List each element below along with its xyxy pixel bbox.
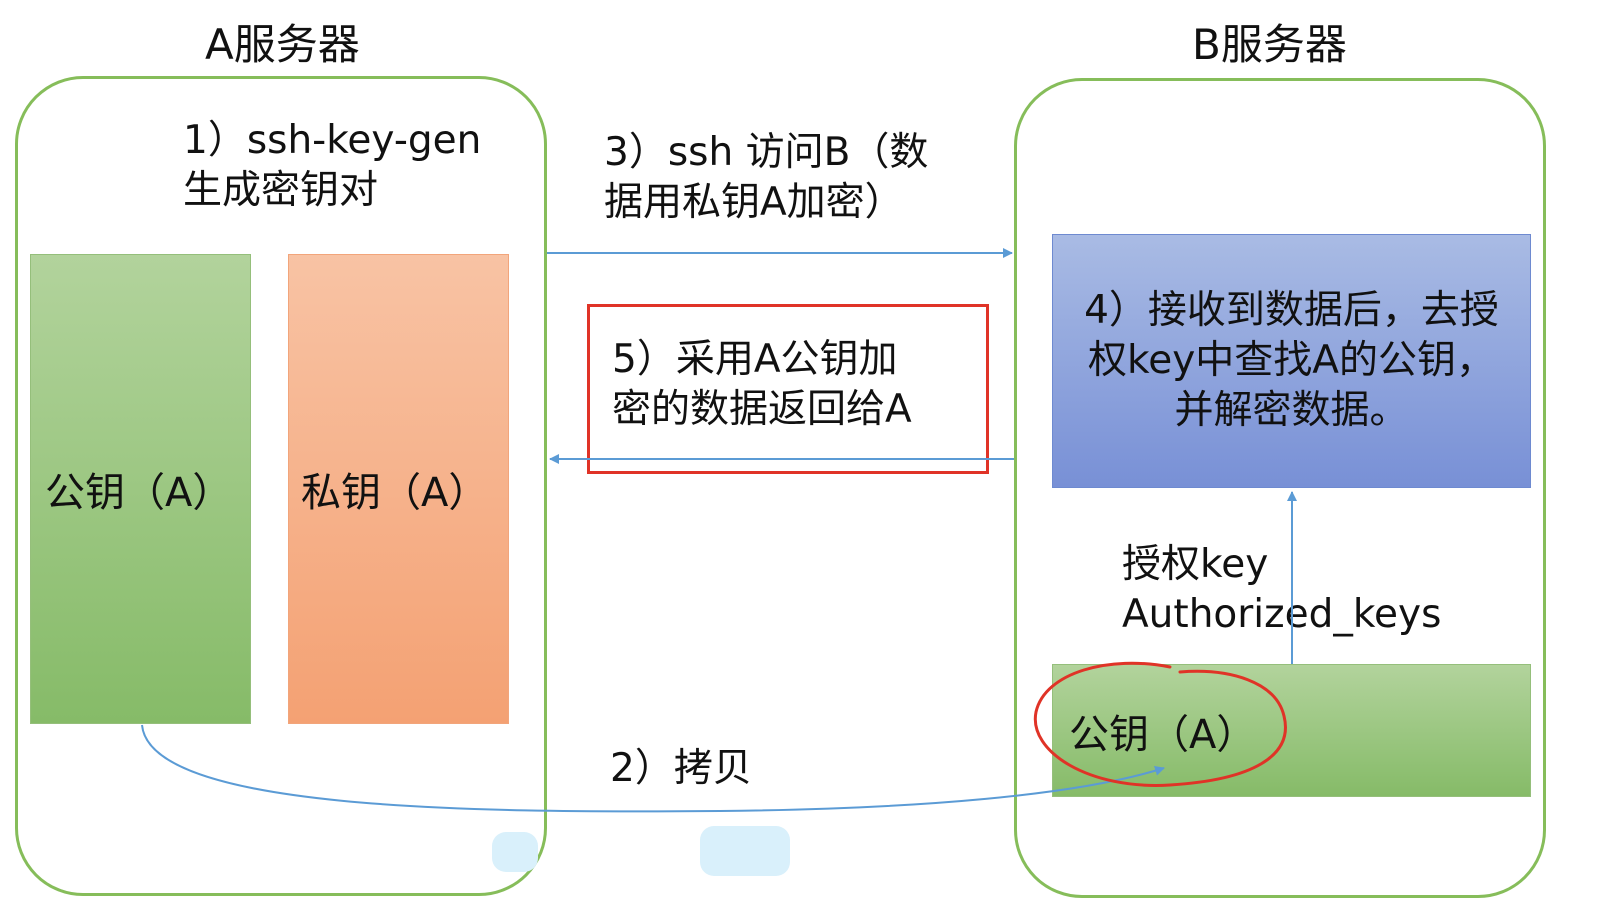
highlight-circle (1033, 661, 1287, 787)
step-5-highlight-frame (587, 304, 989, 474)
step-3-line-2: 据用私钥A加密） (604, 180, 904, 225)
step-4-line-3: 并解密数据。 (1174, 388, 1409, 433)
authorized-keys-line-2: Authorized_keys (1122, 592, 1442, 637)
server-b-title: B服务器 (1192, 20, 1347, 69)
step-3-ssh-access-label: 3）ssh 访问B（数 据用私钥A加密） (604, 128, 928, 228)
step-4-line-1: 4）接收到数据后，去授 (1084, 288, 1499, 333)
public-key-a-block: 公钥（A） (30, 254, 251, 724)
step-5-return-label: 5）采用A公钥加 密的数据返回给A (612, 335, 912, 435)
step-4-decrypt-box: 4）接收到数据后，去授 权key中查找A的公钥， 并解密数据。 (1052, 234, 1531, 488)
step-4-text: 4）接收到数据后，去授 权key中查找A的公钥， 并解密数据。 (1084, 286, 1499, 436)
step-1-line-2: 生成密钥对 (183, 168, 379, 213)
copy-key-arrow (141, 724, 1165, 813)
step-2-copy-label: 2）拷贝 (610, 746, 752, 791)
step-5-line-1: 5）采用A公钥加 (612, 337, 898, 382)
step-1-keygen-label: 1）ssh-key-gen 生成密钥对 (183, 116, 481, 216)
authorized-keys-line-1: 授权key (1122, 542, 1269, 587)
step-4-line-2: 权key中查找A的公钥， (1088, 338, 1495, 383)
step-3-line-1: 3）ssh 访问B（数 (604, 130, 929, 175)
public-key-a-on-b-label: 公钥（A） (1069, 711, 1257, 758)
private-key-a-block: 私钥（A） (288, 254, 509, 724)
private-key-a-label: 私钥（A） (301, 470, 489, 516)
step-5-line-2: 密的数据返回给A (612, 387, 912, 432)
public-key-a-on-b-block: 公钥（A） (1052, 664, 1531, 797)
authorized-keys-label: 授权key Authorized_keys (1122, 540, 1441, 640)
step-1-line-1: 1）ssh-key-gen (183, 118, 482, 163)
public-key-a-label: 公钥（A） (45, 470, 233, 516)
server-a-title: A服务器 (205, 20, 360, 69)
arrows-overlay (141, 248, 1297, 813)
